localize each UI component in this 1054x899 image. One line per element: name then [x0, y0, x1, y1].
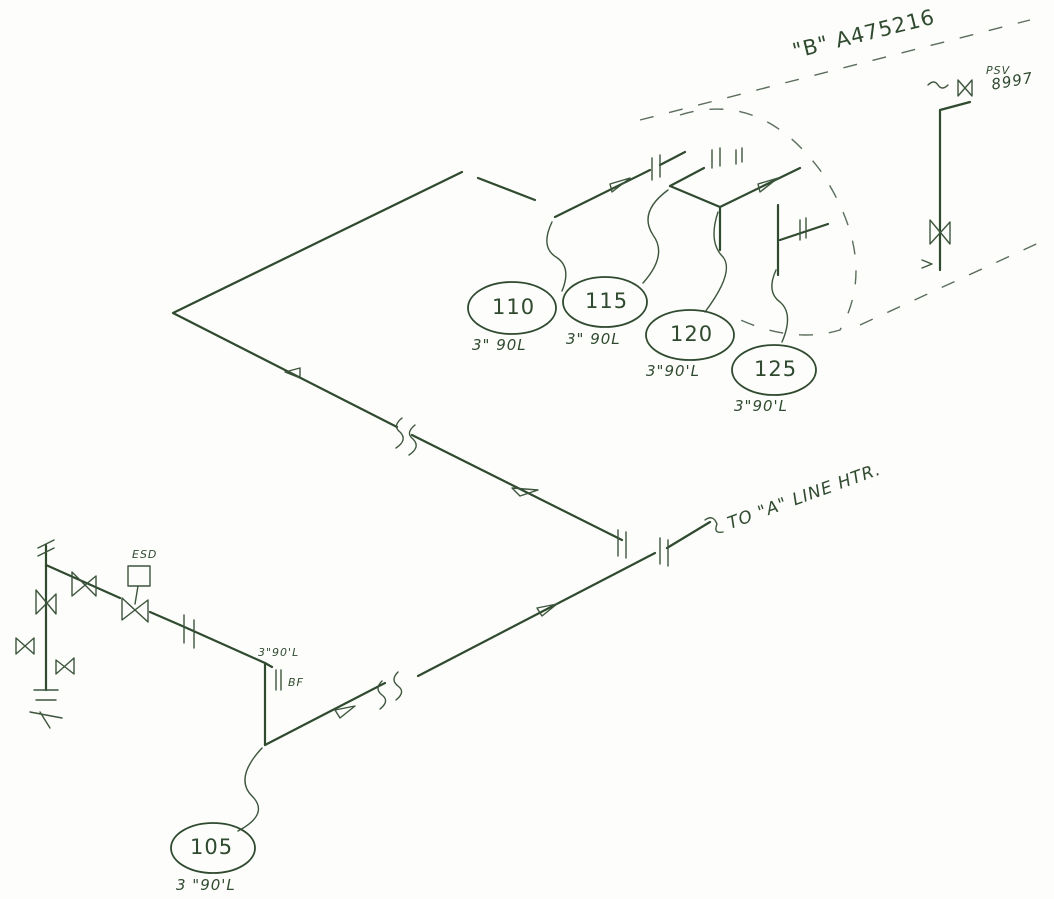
weld-id-115: 115 — [585, 289, 629, 313]
flange-125 — [799, 217, 807, 241]
flow-arrow-4 — [284, 367, 301, 379]
leader-120 — [704, 211, 728, 313]
esd-label: ESD — [132, 548, 158, 561]
weld-bubble-110 — [467, 281, 557, 335]
ground-symbol — [29, 689, 63, 729]
weld-bubble-120 — [645, 309, 735, 361]
pipe-branch-120 — [668, 166, 722, 252]
boundary-bottom — [859, 239, 1046, 326]
pipe-psv-riser — [938, 100, 972, 272]
pipe-header-valves — [44, 563, 182, 627]
break-symbol-lower — [377, 671, 403, 710]
flow-arrow-1 — [334, 705, 356, 719]
weld-id-105: 105 — [190, 835, 234, 859]
flange-upper-115 — [711, 147, 743, 169]
break-symbol-end — [704, 517, 724, 534]
weld-id-110: 110 — [492, 295, 536, 319]
pipe-branch-115 — [668, 166, 802, 209]
boundary-arc — [679, 108, 857, 336]
valve-esd-body — [121, 597, 149, 623]
leader-105 — [237, 747, 263, 832]
leader-125 — [771, 269, 789, 343]
weld-bubble-105 — [170, 822, 256, 874]
bf-note-label: 3"90'L — [258, 646, 300, 659]
valve-esd-stem — [134, 585, 139, 605]
flow-arrow-3 — [511, 487, 539, 497]
weld-bubble-115 — [562, 276, 648, 328]
flange-esd — [183, 614, 195, 649]
pipe-branch-110 — [553, 150, 687, 219]
weld-note-120: 3"90'L — [646, 362, 701, 380]
weld-bubble-125 — [731, 344, 817, 396]
weld-note-125: 3"90'L — [734, 397, 789, 415]
leader-115 — [642, 189, 669, 284]
break-symbol-upper — [395, 417, 417, 456]
valve-psv — [929, 219, 951, 245]
pipe-branch-125 — [776, 203, 830, 277]
weld-note-105: 3 "90'L — [176, 876, 236, 894]
flange-main-1 — [617, 529, 627, 559]
valve-gate-1 — [71, 571, 97, 597]
flow-arrow-6 — [757, 177, 779, 193]
valve-esd-actuator — [127, 565, 151, 587]
weld-id-125: 125 — [754, 357, 798, 381]
flange-bf — [275, 669, 282, 691]
bf-label: BF — [288, 676, 304, 689]
leader-110 — [546, 221, 567, 292]
flange-main-2 — [659, 537, 669, 567]
psv-base-symbol — [921, 259, 933, 269]
weld-note-110: 3" 90L — [472, 336, 527, 354]
valve-left-stack — [15, 589, 75, 675]
cap-symbol-top — [37, 539, 55, 557]
valve-psv-top — [957, 79, 973, 97]
break-symbol-psv — [927, 81, 949, 89]
psv-tag-label: PSV — [986, 64, 1011, 77]
pipe-run-upper — [171, 170, 624, 542]
flow-arrow-5 — [609, 177, 631, 193]
boundary-top — [639, 19, 1031, 121]
weld-note-115: 3" 90L — [566, 330, 621, 348]
pipe-run-lower — [263, 520, 712, 747]
flow-arrow-2 — [536, 603, 558, 617]
weld-id-120: 120 — [670, 322, 714, 346]
flange-upper-110 — [651, 154, 661, 181]
